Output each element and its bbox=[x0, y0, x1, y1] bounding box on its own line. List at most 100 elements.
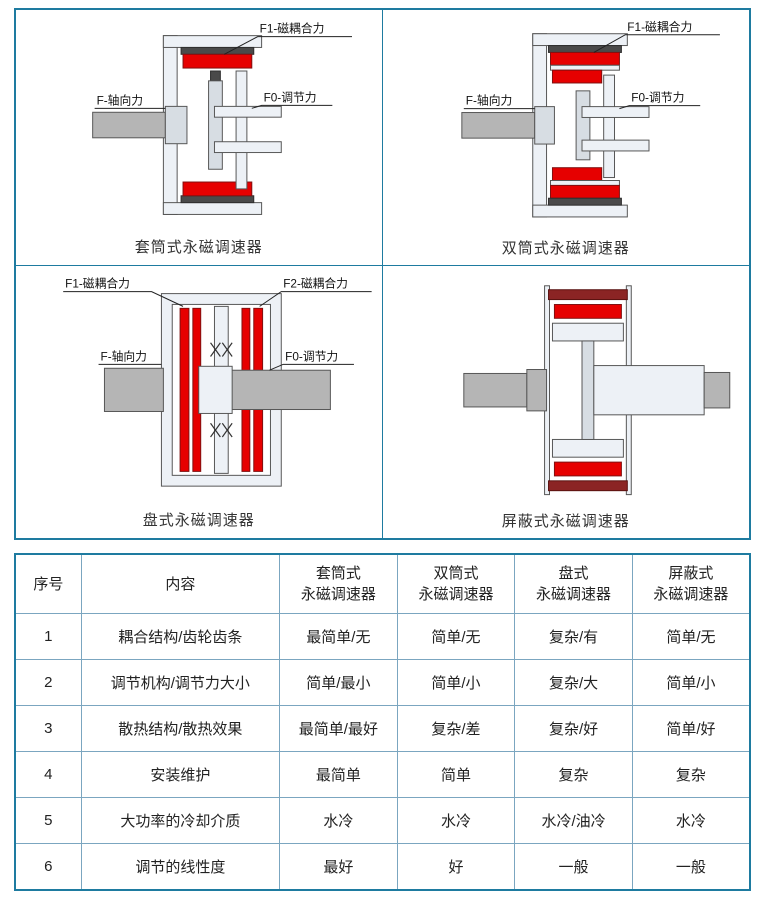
hub-block bbox=[525, 368, 547, 412]
shield-shafts bbox=[462, 340, 730, 440]
bottom-magnet bbox=[182, 181, 253, 197]
diagram-shielded: 屏蔽式永磁调速器 bbox=[383, 266, 750, 538]
f0-leader-line bbox=[618, 105, 700, 110]
f1-leader-line bbox=[63, 290, 184, 307]
header-sleeve: 套筒式 永磁调速器 bbox=[279, 553, 398, 615]
cell-shielded: 水冷 bbox=[631, 797, 751, 845]
cell-sleeve: 简单/最小 bbox=[279, 659, 398, 707]
diagram-sleeve: F1-磁耦合力 F-轴向力 F0-调节力 套筒式永磁调速器 bbox=[16, 10, 383, 266]
row-content: 安装维护 bbox=[80, 751, 281, 799]
cell-shielded: 简单/无 bbox=[631, 613, 751, 661]
table-header-row: 序号 内容 套筒式 永磁调速器 双筒式 永磁调速器 盘式 永磁调速器 屏蔽式 永… bbox=[14, 553, 751, 615]
cell-double-cylinder: 复杂/差 bbox=[396, 705, 516, 753]
bottom-sleeve-plate bbox=[549, 180, 620, 186]
diagram-caption-sleeve: 套筒式永磁调速器 bbox=[134, 239, 263, 257]
top-yoke-bar bbox=[180, 46, 255, 55]
top-inner-magnet bbox=[551, 69, 602, 84]
row-index: 1 bbox=[14, 613, 82, 661]
bearing bbox=[210, 70, 221, 82]
input-shaft bbox=[462, 372, 527, 408]
upper-adjust-rod bbox=[581, 106, 649, 118]
f0-label: F0-调节力 bbox=[264, 91, 317, 104]
cell-sleeve: 最简单/最好 bbox=[279, 705, 398, 753]
double-annotations: F1-磁耦合力 F-轴向力 F0-调节力 bbox=[463, 20, 720, 110]
housing-bottom-arm bbox=[162, 202, 263, 215]
disc-shafts bbox=[103, 365, 331, 414]
cell-double-cylinder: 水冷 bbox=[396, 797, 516, 845]
double-housing bbox=[531, 33, 628, 218]
cell-sleeve: 最简单 bbox=[279, 751, 398, 799]
cell-sleeve: 最简单/无 bbox=[279, 613, 398, 661]
f0-leader-line bbox=[251, 104, 333, 109]
output-shaft bbox=[227, 369, 331, 410]
sleeve-annotations: F1-磁耦合力 F-轴向力 F0-调节力 bbox=[94, 22, 352, 109]
output-shaft-end bbox=[703, 371, 730, 409]
sleeve-end-plate bbox=[602, 74, 615, 179]
row-index: 6 bbox=[14, 843, 82, 891]
cell-double-cylinder: 简单/小 bbox=[396, 659, 516, 707]
top-conductor-block bbox=[551, 322, 624, 342]
disc-diagram-drawing: F1-磁耦合力 F2-磁耦合力 F-轴向力 F0-调节力 bbox=[63, 276, 372, 487]
row-content: 散热结构/散热效果 bbox=[80, 705, 281, 753]
cell-shielded: 简单/好 bbox=[631, 705, 751, 753]
table-row: 1 耦合结构/齿轮齿条 最简单/无 简单/无 复杂/有 简单/无 bbox=[14, 613, 751, 661]
disc-annotations: F1-磁耦合力 F2-磁耦合力 F-轴向力 F0-调节力 bbox=[63, 276, 372, 371]
f1-label: F1-磁耦合力 bbox=[260, 22, 325, 36]
center-stem bbox=[581, 340, 594, 440]
top-yoke-bar bbox=[547, 45, 622, 53]
f1-leader-line bbox=[593, 34, 720, 53]
top-sleeve-plate bbox=[549, 64, 620, 71]
f2-label: F2-磁耦合力 bbox=[283, 276, 348, 290]
bottom-outer-magnet bbox=[547, 480, 628, 491]
row-index: 3 bbox=[14, 705, 82, 753]
row-index: 4 bbox=[14, 751, 82, 799]
row-index: 5 bbox=[14, 797, 82, 845]
header-disc: 盘式 永磁调速器 bbox=[514, 553, 633, 615]
table-row: 3 散热结构/散热效果 最简单/最好 复杂/差 复杂/好 简单/好 bbox=[14, 705, 751, 753]
bottom-yoke-bar bbox=[547, 197, 622, 206]
diagram-panel: F1-磁耦合力 F-轴向力 F0-调节力 套筒式永磁调速器 bbox=[14, 8, 751, 541]
bottom-conductor-block bbox=[551, 438, 624, 458]
row-content: 调节的线性度 bbox=[80, 843, 281, 891]
sleeve-end-plate bbox=[235, 70, 248, 190]
shielded-diagram-drawing bbox=[462, 284, 730, 495]
f2-leader-line bbox=[259, 290, 372, 307]
sleeve-housing bbox=[162, 35, 263, 215]
double-rotor bbox=[460, 74, 649, 179]
bottom-outer-magnet bbox=[549, 184, 620, 199]
table-row: 5 大功率的冷却介质 水冷 水冷 水冷/油冷 水冷 bbox=[14, 797, 751, 845]
cell-disc: 复杂/大 bbox=[514, 659, 633, 707]
table-row: 6 调节的线性度 最好 好 一般 一般 bbox=[14, 843, 751, 891]
table-row: 4 安装维护 最简单 简单 复杂 复杂 bbox=[14, 751, 751, 799]
hub-block bbox=[164, 105, 188, 145]
sleeve-rotor bbox=[92, 70, 282, 190]
cell-sleeve: 最好 bbox=[279, 843, 398, 891]
top-magnet bbox=[553, 303, 622, 319]
double-cylinder-diagram-drawing: F1-磁耦合力 F-轴向力 F0-调节力 bbox=[460, 20, 720, 218]
header-content: 内容 bbox=[80, 553, 281, 615]
lower-spring bbox=[210, 422, 233, 438]
f-label: F-轴向力 bbox=[465, 94, 512, 108]
center-coupler bbox=[198, 365, 233, 414]
f1-label: F1-磁耦合力 bbox=[65, 276, 130, 290]
diagram-caption-disc: 盘式永磁调速器 bbox=[142, 512, 255, 530]
lower-adjust-rod bbox=[213, 141, 282, 154]
cell-disc: 复杂 bbox=[514, 751, 633, 799]
header-index: 序号 bbox=[14, 553, 82, 615]
input-shaft bbox=[460, 112, 535, 139]
cell-double-cylinder: 简单/无 bbox=[396, 613, 516, 661]
f0-label: F0-调节力 bbox=[631, 91, 684, 105]
bottom-yoke-bar bbox=[180, 195, 255, 204]
cell-disc: 复杂/好 bbox=[514, 705, 633, 753]
diagram-caption-shielded: 屏蔽式永磁调速器 bbox=[501, 513, 630, 531]
cell-double-cylinder: 简单 bbox=[396, 751, 516, 799]
housing-top-arm bbox=[162, 35, 263, 48]
upper-spring bbox=[210, 342, 233, 357]
left-outer-magnet-disc bbox=[179, 307, 190, 472]
f1-leader-line bbox=[224, 36, 352, 55]
top-outer-magnet bbox=[549, 51, 620, 66]
table-row: 2 调节机构/调节力大小 简单/最小 简单/小 复杂/大 简单/小 bbox=[14, 659, 751, 707]
diagram-disc: F1-磁耦合力 F2-磁耦合力 F-轴向力 F0-调节力 盘式永磁调速器 bbox=[16, 265, 383, 539]
sleeve-diagram-drawing: F1-磁耦合力 F-轴向力 F0-调节力 bbox=[92, 22, 352, 215]
